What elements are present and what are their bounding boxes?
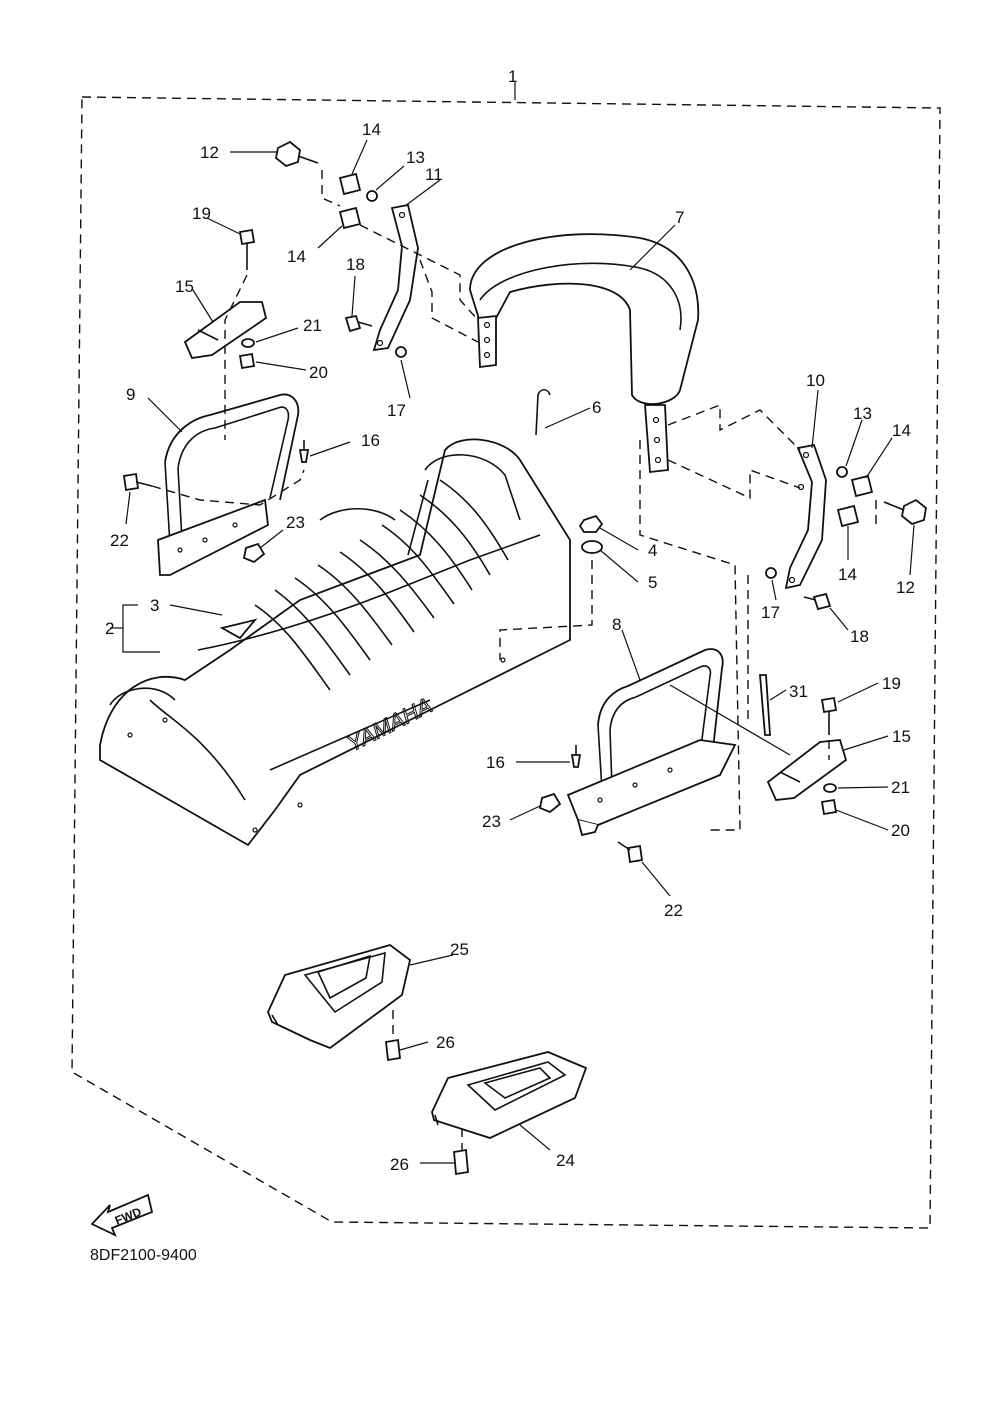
nut-left-23 [242, 542, 266, 564]
label-14-right-lower: 14 [838, 565, 857, 584]
label-23-left: 23 [286, 513, 305, 532]
label-6: 6 [592, 398, 601, 417]
label-16-left: 16 [361, 431, 380, 450]
label-3: 3 [150, 596, 159, 615]
nut-right-23 [538, 792, 562, 814]
screw-26-lower [453, 1148, 469, 1176]
label-23-right: 23 [482, 812, 501, 831]
label-8: 8 [612, 615, 621, 634]
washer-left-17 [395, 346, 407, 358]
rivet-left [298, 449, 310, 463]
hinge-right [766, 739, 848, 801]
grab-rail-right [566, 648, 737, 837]
fwd-arrow: FWD [90, 1193, 154, 1237]
label-14-left-lower: 14 [287, 247, 306, 266]
bolt-right-18 [812, 592, 832, 611]
washer-left-21 [241, 338, 255, 348]
seat-cover-patch [219, 618, 258, 640]
bolt-left-18 [344, 314, 362, 333]
backrest-bracket-left [372, 203, 419, 352]
part-number-labels: 1 2 3 4 5 6 7 8 9 10 11 12 12 13 13 14 1… [105, 67, 915, 1174]
nut-4 [578, 514, 604, 533]
collar-left-lower [338, 206, 362, 230]
label-14-left-upper: 14 [362, 120, 381, 139]
footrest-24 [431, 1051, 588, 1139]
label-25: 25 [450, 940, 469, 959]
bolt-left-19 [238, 228, 256, 246]
grab-rail-left [157, 393, 300, 576]
label-15-right: 15 [892, 727, 911, 746]
label-26-upper: 26 [436, 1033, 455, 1052]
label-1: 1 [508, 67, 517, 86]
label-20-left: 20 [309, 363, 328, 382]
label-19-left: 19 [192, 204, 211, 223]
label-13-right: 13 [853, 404, 872, 423]
collar-right-upper [850, 474, 874, 498]
label-18-right: 18 [850, 627, 869, 646]
knob-right [883, 498, 927, 526]
label-19-right: 19 [882, 674, 901, 693]
label-15-left: 15 [175, 277, 194, 296]
assembly-dashed-lines [151, 170, 877, 1152]
knob-left [275, 140, 319, 168]
backrest [469, 233, 700, 473]
label-22-left: 22 [110, 531, 129, 550]
collar-right-lower [836, 504, 860, 528]
assembly-boundary [71, 96, 941, 1229]
washer-right-17 [765, 567, 777, 579]
label-18-left: 18 [346, 255, 365, 274]
label-16-right: 16 [486, 753, 505, 772]
leader-lines [110, 139, 915, 1164]
cable-tie-31 [759, 674, 771, 736]
rivet-right [570, 754, 582, 768]
footrest-25 [267, 944, 412, 1050]
pin-6 [535, 388, 551, 436]
label-9: 9 [126, 385, 135, 404]
label-12-left: 12 [200, 143, 219, 162]
collar-left-upper [338, 172, 362, 196]
washer-5 [581, 540, 603, 554]
label-31: 31 [789, 682, 808, 701]
label-14-right-upper: 14 [892, 421, 911, 440]
washer-right-21 [823, 783, 837, 793]
label-17-left: 17 [387, 401, 406, 420]
label-11: 11 [425, 165, 443, 184]
bolt-left-22 [122, 472, 140, 492]
label-22-right: 22 [664, 901, 683, 920]
screw-26-upper [385, 1038, 401, 1062]
label-20-right: 20 [891, 821, 910, 840]
label-21-right: 21 [891, 778, 910, 797]
label-5: 5 [648, 573, 657, 592]
label-7: 7 [675, 208, 684, 227]
label-13-left: 13 [406, 148, 425, 167]
label-26-lower: 26 [390, 1155, 409, 1174]
nut-left-20 [238, 352, 256, 370]
bolt-right-22 [626, 844, 644, 864]
label-24: 24 [556, 1151, 575, 1170]
label-17-right: 17 [761, 603, 780, 622]
label-4: 4 [648, 541, 657, 560]
washer-left [366, 190, 378, 202]
label-2: 2 [105, 619, 114, 638]
drawing-code: 8DF2100-9400 [90, 1247, 197, 1264]
label-12-right: 12 [896, 578, 915, 597]
bolt-right-19 [820, 696, 838, 714]
backrest-bracket-right [784, 443, 827, 590]
label-10: 10 [806, 371, 825, 390]
washer-right [836, 466, 848, 478]
nut-right-20 [820, 798, 838, 816]
label-21-left: 21 [303, 316, 322, 335]
